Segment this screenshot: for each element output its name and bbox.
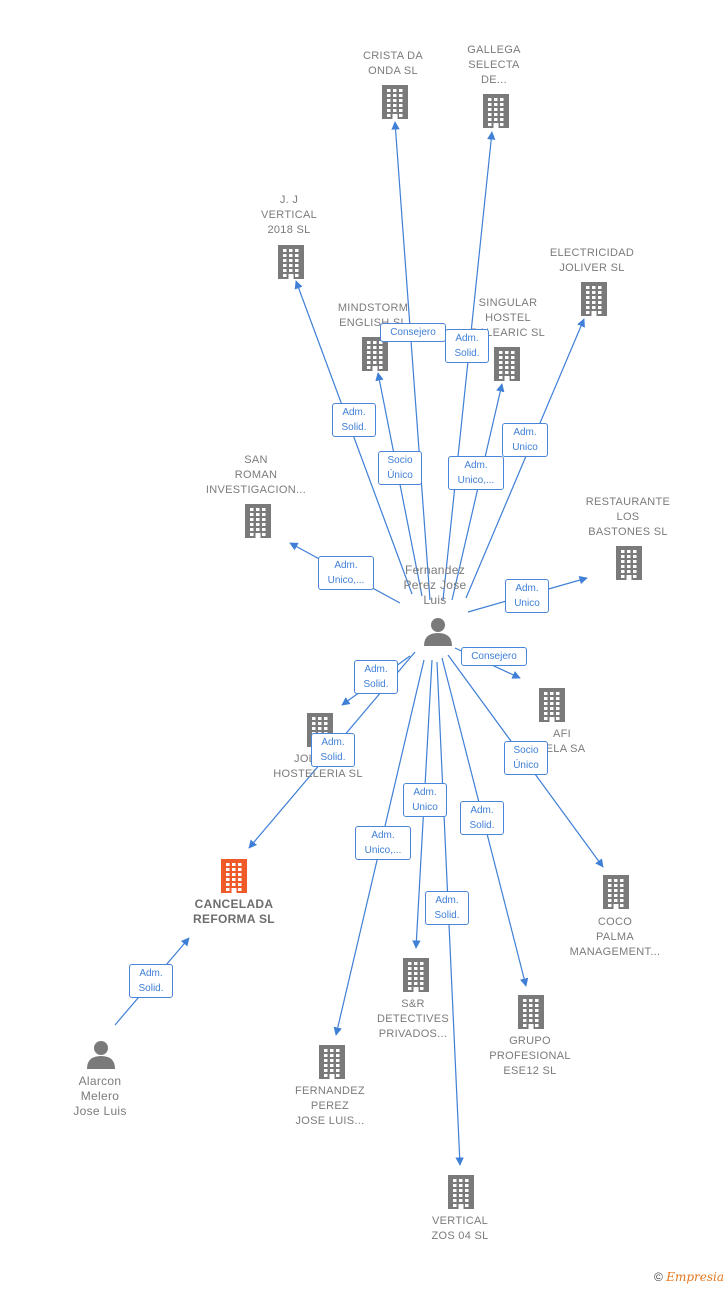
building-icon-grupo[interactable] [518,995,544,1029]
building-icon-singular[interactable] [494,347,520,381]
building-icon-vertical[interactable] [448,1175,474,1209]
brand-logo[interactable]: Empresia [666,1270,724,1284]
node-label-sr[interactable]: S&R DETECTIVES PRIVADOS... [376,998,450,1040]
node-label-alarcon[interactable]: Alarcon Melero Jose Luis [73,1074,127,1118]
edge-label-jj[interactable]: Adm. Solid. [332,403,376,437]
building-icon-crista[interactable] [382,85,408,119]
edge-label-alarcon[interactable]: Adm. Solid. [129,964,173,998]
edge-label-cancelada[interactable]: Adm. Solid. [311,733,355,767]
person-icon-alarcon[interactable] [87,1041,115,1069]
node-label-vertical[interactable]: VERTICAL ZOS 04 SL [431,1215,489,1242]
edge-label-singular[interactable]: Adm. Unico,... [448,456,504,490]
building-icon-coco[interactable] [603,875,629,909]
building-icon-gallega[interactable] [483,94,509,128]
node-label-coco[interactable]: COCO PALMA MANAGEMENT... [569,916,661,958]
building-icon-fernandez[interactable] [319,1045,345,1079]
building-icon-cancelada[interactable] [221,859,247,893]
center-person-label[interactable]: Fernandez Perez Jose Luis [403,563,467,607]
node-label-cancelada[interactable]: CANCELADA REFORMA SL [193,897,275,926]
node-label-fernandez[interactable]: FERNANDEZ PEREZ JOSE LUIS... [295,1085,365,1127]
node-label-electricidad[interactable]: ELECTRICIDAD JOLIVER SL [549,247,635,274]
node-label-sanroman[interactable]: SAN ROMAN INVESTIGACION... [205,454,307,496]
node-label-crista[interactable]: CRISTA DA ONDA SL [363,50,423,77]
edge-label-sr[interactable]: Adm. Unico [403,783,447,817]
edge-line-crista [391,121,431,601]
footer-credit: © Empresia [654,1270,724,1284]
edge-line-jj [294,280,413,595]
edge-label-crista[interactable]: Consejero [380,323,446,342]
building-icon-jj[interactable] [278,245,304,279]
edge-line-electricidad [465,318,585,599]
node-label-grupo[interactable]: GRUPO PROFESIONAL ESE12 SL [489,1035,571,1077]
edge-label-grupo[interactable]: Adm. Solid. [460,801,504,835]
edge-label-fernandez[interactable]: Adm. Unico,... [355,826,411,860]
edge-label-gallega[interactable]: Adm. Solid. [445,329,489,363]
node-label-restaurante[interactable]: RESTAURANTE LOS BASTONES SL [585,496,671,538]
edge-line-gallega [442,131,496,601]
edge-label-sanroman[interactable]: Adm. Unico,... [318,556,374,590]
node-label-jj[interactable]: J. J VERTICAL 2018 SL [261,194,317,236]
building-icon-mindstorm[interactable] [362,337,388,371]
center-person-icon[interactable] [424,618,452,646]
edge-label-afi[interactable]: Consejero [461,647,527,666]
edge-label-coco[interactable]: Socio Único [504,741,548,775]
edge-label-restaurante[interactable]: Adm. Unico [505,579,549,613]
building-icon-restaurante[interactable] [616,546,642,580]
copyright-icon: © [654,1270,663,1284]
node-label-gallega[interactable]: GALLEGA SELECTA DE... [467,44,521,86]
building-icon-afi[interactable] [539,688,565,722]
edge-line-singular [451,383,505,601]
edge-label-vertical[interactable]: Adm. Solid. [425,891,469,925]
edge-label-mindstorm[interactable]: Socio Único [378,451,422,485]
building-icon-electricidad[interactable] [581,282,607,316]
building-icon-sanroman[interactable] [245,504,271,538]
building-icon-sr[interactable] [403,958,429,992]
edge-label-electricidad[interactable]: Adm. Unico [502,423,548,457]
edge-label-joliver[interactable]: Adm. Solid. [354,660,398,694]
